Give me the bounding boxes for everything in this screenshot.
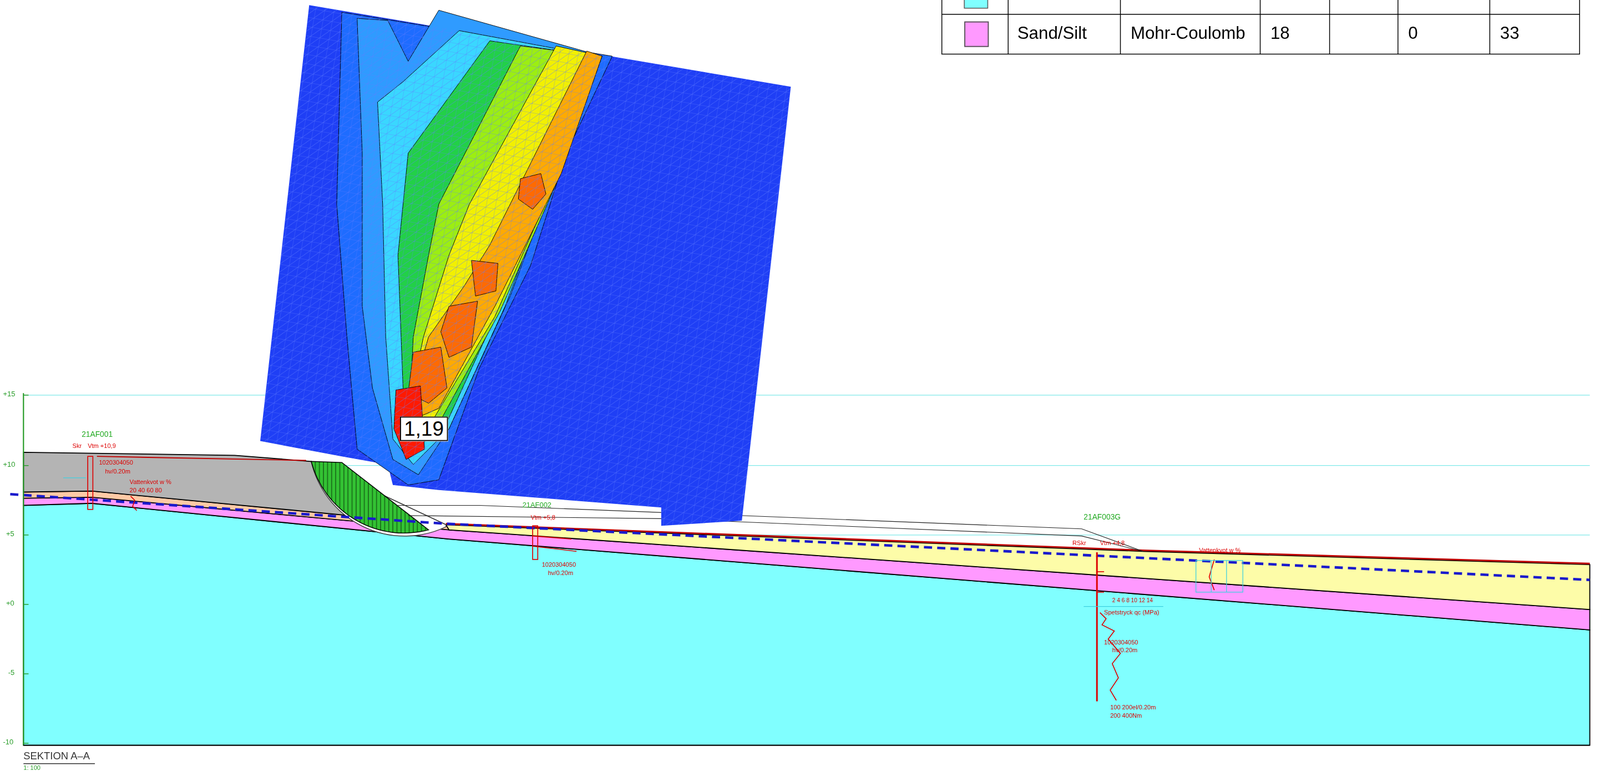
- label-text: SEKTION A–A: [23, 751, 90, 762]
- label-text: 1020304050: [98, 459, 133, 466]
- original-ground-lines: [397, 504, 1143, 551]
- label-text: 18: [1270, 24, 1290, 42]
- label-text: Skr: [72, 442, 83, 449]
- surface-line: [446, 523, 1591, 564]
- label-text: 1020304050: [542, 561, 576, 568]
- section-base: [23, 744, 1590, 746]
- clay-layer: [446, 524, 1591, 610]
- axis-ticks: [23, 395, 29, 743]
- label-text: hv/0.20m: [1112, 646, 1138, 653]
- result-value-box: 1,19: [400, 416, 448, 441]
- label-text: 100 200el/0.20m: [1110, 704, 1156, 711]
- legend-swatch-clipped: [964, 0, 988, 9]
- label-text: Vtm +5,8: [530, 514, 555, 521]
- label-text: 200 400Nm: [1110, 712, 1142, 719]
- label-text: +10: [3, 460, 16, 468]
- label-text: 2 4 6 8 10 12 14: [1112, 598, 1153, 604]
- label-text: 21AF002: [522, 500, 552, 509]
- elevation-axis: [22, 392, 24, 746]
- label-text: 20 40 60 80: [129, 486, 162, 493]
- label-text: Mohr-Coulomb: [1130, 24, 1246, 42]
- label-text: 33: [1500, 24, 1520, 42]
- fem-result-panel: [260, 4, 791, 526]
- label-text: -10: [3, 737, 14, 746]
- label-text: -5: [8, 668, 15, 676]
- legend-text: Sand/Silt: [1017, 24, 1087, 42]
- silt-layer: [23, 497, 1590, 630]
- title-underline: [23, 762, 95, 764]
- legend-swatch: [964, 21, 989, 48]
- label-text: 1: 100: [23, 764, 41, 771]
- label-text: +0: [6, 599, 15, 607]
- label-text: 21AF003G: [1083, 513, 1121, 521]
- label-text: 21AF001: [81, 430, 113, 439]
- till-layer: [23, 503, 1590, 746]
- label-text: hv/0.20m: [548, 569, 574, 576]
- groundwater-line: [9, 493, 1590, 580]
- label-text: +15: [3, 390, 16, 398]
- label-text: Vtm +10,9: [87, 442, 116, 449]
- material-table: [942, 0, 1581, 54]
- result-value: 1,19: [403, 418, 444, 439]
- label-text: Spetstryck qc (MPa): [1104, 609, 1159, 616]
- label-text: hv/0.20m: [104, 468, 130, 475]
- label-text: 1020304050: [1104, 638, 1138, 645]
- label-text: Vattenkvot w %: [1198, 547, 1241, 554]
- label-text: Vattenkvot w %: [129, 478, 172, 485]
- label-text: Vtm +4,8: [1100, 539, 1125, 546]
- label-text: +5: [6, 529, 15, 538]
- label-text: RSkr: [1072, 539, 1087, 546]
- label-text: 0: [1408, 24, 1418, 42]
